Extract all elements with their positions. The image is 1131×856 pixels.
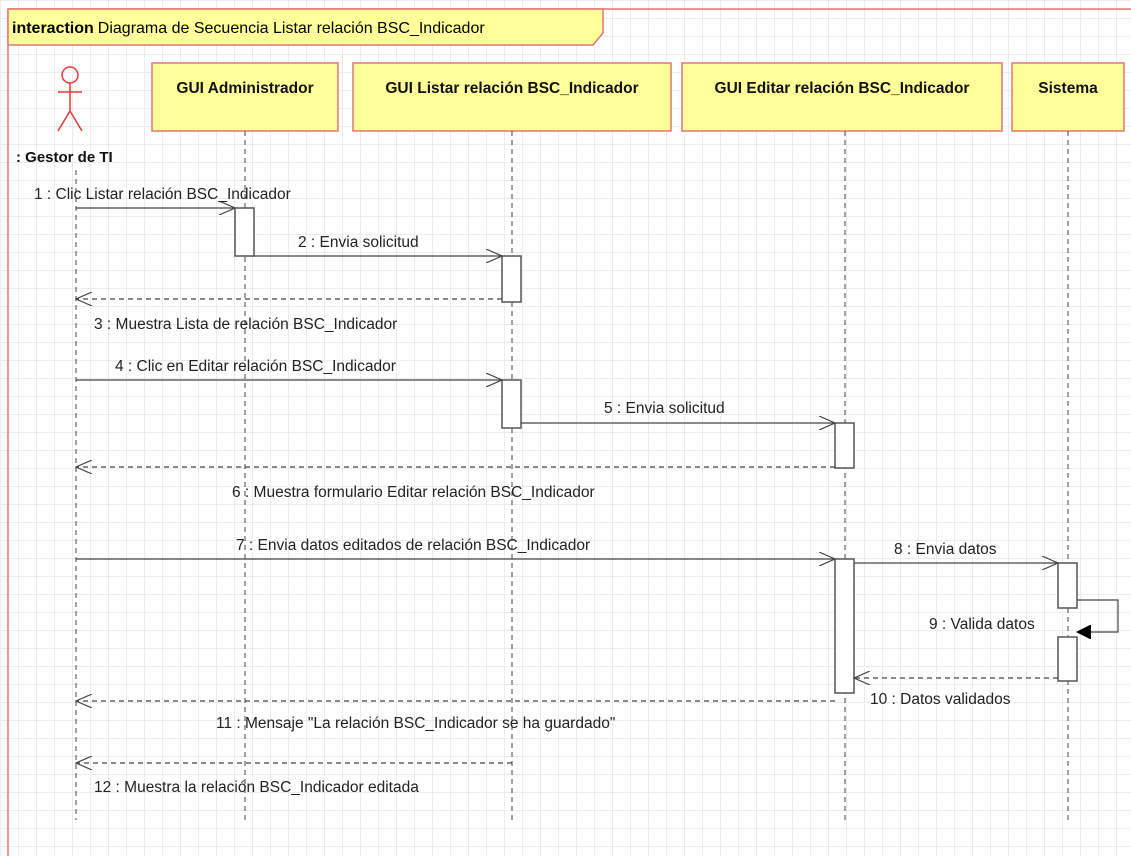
lifeline-box-shape [681, 62, 1003, 132]
lifeline-box-gui-editar: GUI Editar relación BSC_Indicador [681, 62, 1003, 132]
message-5: 5 : Envia solicitud [521, 400, 835, 423]
message-10: 10 : Datos validados [854, 678, 1058, 708]
message-4: 4 : Clic en Editar relación BSC_Indicado… [76, 358, 502, 380]
activation-sistema-2 [1057, 636, 1078, 682]
activation-gui-administrador [234, 207, 255, 257]
lifeline-box-shape [151, 62, 339, 132]
frame-title-text: Diagrama de Secuencia Listar relación BS… [98, 20, 486, 37]
lifeline-label-gui-administrador: GUI Administrador [176, 80, 313, 97]
message-6-label: 6 : Muestra formulario Editar relación B… [232, 484, 595, 501]
message-5-label: 5 : Envia solicitud [604, 400, 725, 417]
message-9: 9 : Valida datos [929, 599, 1119, 633]
message-7: 7 : Envia datos editados de relación BSC… [76, 537, 835, 559]
message-9-self-arrow [1077, 599, 1119, 632]
lifeline-box-sistema: Sistema [1011, 62, 1125, 132]
actor-gestor-de-ti: : Gestor de TI [16, 66, 113, 166]
lifeline-box-gui-listar: GUI Listar relación BSC_Indicador [352, 62, 672, 132]
message-11: 11 : Mensaje "La relación BSC_Indicador … [76, 701, 835, 732]
message-2-label: 2 : Envia solicitud [298, 234, 419, 251]
message-9-label: 9 : Valida datos [929, 616, 1035, 633]
lifeline-label-gui-editar: GUI Editar relación BSC_Indicador [715, 80, 970, 97]
lifeline-label-sistema: Sistema [1038, 80, 1098, 97]
actor-label: : Gestor de TI [16, 149, 113, 166]
message-2: 2 : Envia solicitud [254, 234, 502, 256]
message-12-label: 12 : Muestra la relación BSC_Indicador e… [94, 779, 419, 796]
message-4-label: 4 : Clic en Editar relación BSC_Indicado… [115, 358, 396, 375]
message-3: 3 : Muestra Lista de relación BSC_Indica… [76, 299, 502, 333]
message-7-label: 7 : Envia datos editados de relación BSC… [236, 537, 590, 554]
message-11-label: 11 : Mensaje "La relación BSC_Indicador … [216, 715, 615, 732]
message-3-label: 3 : Muestra Lista de relación BSC_Indica… [94, 316, 397, 333]
activation-gui-editar-1 [834, 422, 855, 469]
activation-sistema-1 [1057, 562, 1078, 609]
lifeline-box-shape [352, 62, 672, 132]
actor-right-leg-icon [69, 110, 83, 132]
actor-head-icon [61, 66, 79, 84]
message-10-label: 10 : Datos validados [870, 691, 1011, 708]
frame-keyword: interaction [12, 20, 94, 37]
actor-left-leg-icon [57, 110, 71, 132]
activation-gui-editar-2 [834, 558, 855, 694]
message-1-label: 1 : Clic Listar relación BSC_Indicador [34, 186, 291, 203]
message-12: 12 : Muestra la relación BSC_Indicador e… [76, 763, 512, 796]
lifeline-label-gui-listar: GUI Listar relación BSC_Indicador [385, 80, 638, 97]
message-8: 8 : Envia datos [854, 541, 1058, 563]
message-8-label: 8 : Envia datos [894, 541, 997, 558]
activation-gui-listar-1 [501, 255, 522, 303]
lifeline-box-gui-administrador: GUI Administrador [151, 62, 339, 132]
lifeline-box-shape [1011, 62, 1125, 132]
activation-gui-listar-2 [501, 379, 522, 429]
frame-title-tab [7, 8, 604, 46]
message-6: 6 : Muestra formulario Editar relación B… [76, 467, 835, 501]
message-1: 1 : Clic Listar relación BSC_Indicador [34, 186, 291, 208]
